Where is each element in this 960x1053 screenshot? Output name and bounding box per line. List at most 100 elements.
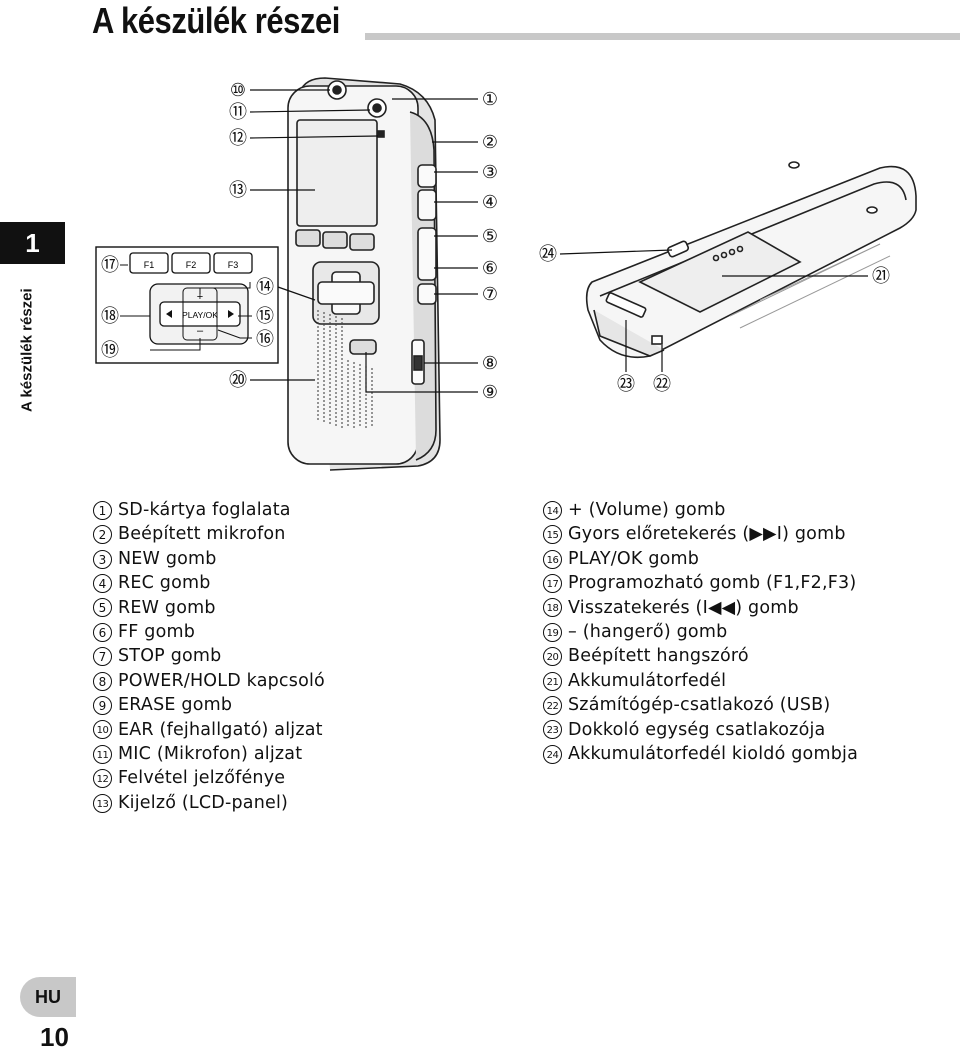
callout-8: ⑧ (482, 353, 498, 374)
play-ok-key-label: PLAY/OK (182, 310, 218, 320)
part-list-item: 24 Akkumulátorfedél kioldó gombja (543, 742, 953, 766)
part-number-badge: 6 (93, 622, 112, 642)
recorder-back-illustration (585, 161, 917, 359)
part-label: SD-kártya foglalata (118, 500, 291, 520)
part-label: + (Volume) gomb (568, 500, 726, 520)
part-list-item: 17 Programozható gomb (F1,F2,F3) (543, 571, 953, 595)
callout-7: ⑦ (482, 284, 498, 305)
part-number-badge: 19 (543, 622, 562, 642)
part-label: POWER/HOLD kapcsoló (118, 670, 325, 691)
part-label: EAR (fejhallgató) aljzat (118, 719, 323, 740)
part-list-item: 23 Dokkoló egység csatlakozója (543, 718, 953, 742)
part-label: Gyors előretekerés (▶▶I) gomb (568, 524, 846, 545)
callout-9: ⑨ (482, 382, 498, 403)
page-title: A készülék részei (92, 0, 340, 41)
part-label: Akkumulátorfedél (568, 670, 727, 691)
part-number-badge: 10 (93, 720, 112, 740)
recorder-front-illustration (287, 77, 441, 471)
callout-19: ⑲ (101, 340, 119, 361)
part-list-item: 6 FF gomb (93, 620, 493, 644)
part-label: Kijelző (LCD-panel) (118, 792, 289, 813)
page-number: 10 (40, 1022, 69, 1052)
callout-23: ㉓ (617, 374, 635, 395)
language-badge: HU (20, 977, 76, 1017)
part-label: ERASE gomb (118, 695, 233, 716)
part-number-badge: 7 (93, 647, 112, 667)
part-number-badge: 15 (543, 525, 562, 545)
part-list-item: 5 REW gomb (93, 596, 493, 620)
part-number-badge: 11 (93, 744, 112, 764)
chapter-number-tab: 1 (0, 222, 65, 264)
part-list-item: 16 PLAY/OK gomb (543, 547, 953, 571)
part-number-badge: 24 (543, 744, 562, 764)
callout-6: ⑥ (482, 258, 498, 279)
callout-11: ⑪ (229, 102, 247, 123)
callout-17: ⑰ (101, 255, 119, 276)
part-label: MIC (Mikrofon) aljzat (118, 744, 303, 765)
part-list-item: 22 Számítógép-csatlakozó (USB) (543, 693, 953, 717)
f3-key-label: F3 (228, 260, 239, 270)
callout-4: ④ (482, 192, 498, 213)
part-label: Beépített hangszóró (568, 646, 749, 667)
part-number-badge: 16 (543, 549, 562, 569)
part-number-badge: 9 (93, 695, 112, 715)
part-number-badge: 22 (543, 695, 562, 715)
part-number-badge: 4 (93, 573, 112, 593)
f2-key-label: F2 (186, 260, 197, 270)
callout-2: ② (482, 132, 498, 153)
minus-key-label: – (197, 325, 204, 337)
callout-18: ⑱ (101, 306, 119, 327)
part-number-badge: 12 (93, 769, 112, 789)
button-inset-panel (95, 246, 279, 364)
part-label: NEW gomb (118, 548, 217, 569)
part-number-badge: 3 (93, 549, 112, 569)
part-label: Dokkoló egység csatlakozója (568, 719, 826, 740)
part-list-item: 9 ERASE gomb (93, 693, 493, 717)
callout-16: ⑯ (256, 329, 274, 350)
part-number-badge: 20 (543, 647, 562, 667)
part-list-item: 3 NEW gomb (93, 547, 493, 571)
leader-lines (249, 89, 478, 393)
part-label: PLAY/OK gomb (568, 548, 700, 569)
part-list-item: 10 EAR (fejhallgató) aljzat (93, 718, 493, 742)
callout-5: ⑤ (482, 226, 498, 247)
part-number-badge: 8 (93, 671, 112, 691)
part-list-item: 19 – (hangerő) gomb (543, 620, 953, 644)
part-list-item: 14 + (Volume) gomb (543, 498, 953, 522)
callout-15: ⑮ (256, 306, 274, 327)
part-label: REW gomb (118, 597, 216, 618)
part-number-badge: 14 (543, 500, 562, 520)
part-list-item: 12 Felvétel jelzőfénye (93, 766, 493, 790)
part-number-badge: 17 (543, 573, 562, 593)
part-label: Programozható gomb (F1,F2,F3) (568, 573, 857, 594)
part-list-item: 15 Gyors előretekerés (▶▶I) gomb (543, 522, 953, 546)
part-number-badge: 21 (543, 671, 562, 691)
part-number-badge: 1 (93, 500, 112, 520)
part-label: Akkumulátorfedél kioldó gombja (568, 744, 859, 765)
part-list-item: 1 SD-kártya foglalata (93, 498, 493, 522)
part-label: Felvétel jelzőfénye (118, 768, 286, 789)
part-number-badge: 5 (93, 598, 112, 618)
callout-1: ① (482, 89, 498, 110)
callout-24: ㉔ (539, 244, 557, 265)
f1-key-label: F1 (144, 260, 155, 270)
callout-20: ⑳ (229, 370, 247, 391)
part-list-item: 13 Kijelző (LCD-panel) (93, 791, 493, 815)
callout-22: ㉒ (653, 374, 671, 395)
part-list-item: 21 Akkumulátorfedél (543, 669, 953, 693)
part-number-badge: 23 (543, 720, 562, 740)
title-rule (365, 33, 960, 40)
part-number-badge: 13 (93, 793, 112, 813)
part-label: Visszatekerés (I◀◀) gomb (568, 597, 799, 618)
part-label: – (hangerő) gomb (568, 622, 728, 643)
part-label: FF gomb (118, 622, 196, 643)
part-list-item: 20 Beépített hangszóró (543, 644, 953, 668)
part-label: Számítógép-csatlakozó (USB) (568, 695, 831, 716)
device-diagram: F1 F2 F3 PLAY/OK + – ⑩ ⑪ ⑫ ⑬ ① ② ③ (95, 77, 917, 471)
callout-14: ⑭ (256, 277, 274, 298)
